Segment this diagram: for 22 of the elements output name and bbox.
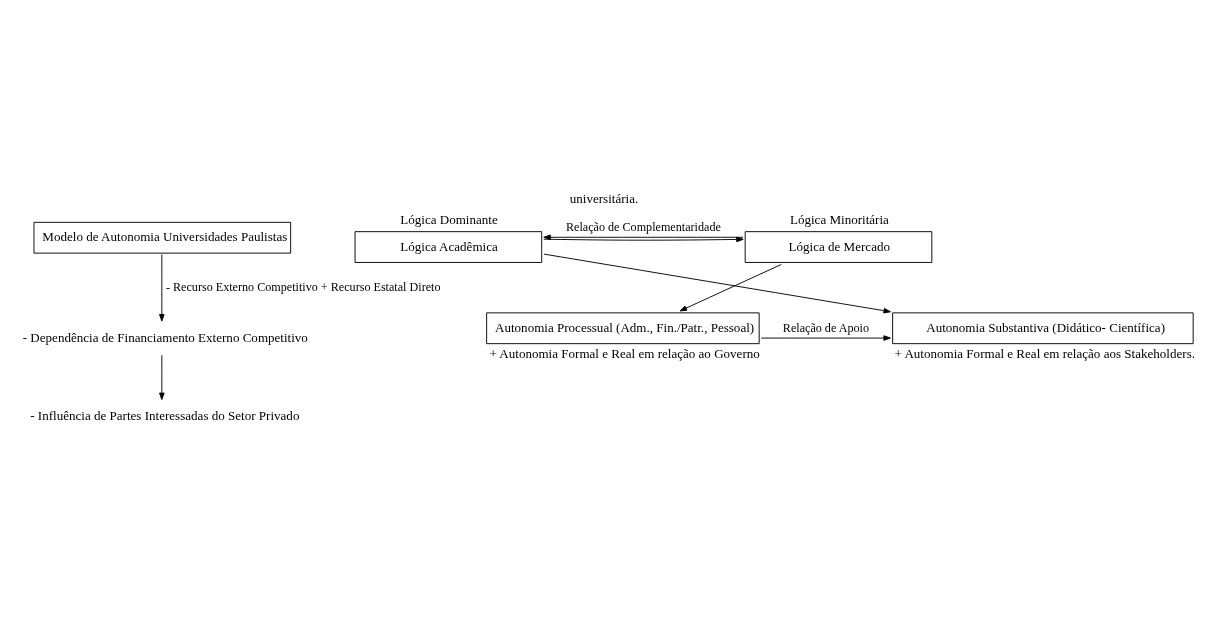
edge-label: Relação de Complementaridade [566,220,721,235]
caption: universitária. [569,190,639,206]
arrow [543,234,744,240]
edge-label: - Recurso Externo Competitivo + Recurso Estatal Direto [165,279,441,294]
node-text: - Influência de Partes Interessadas do Setor Privado [30,408,300,424]
node-label: + Autonomia Formal e Real em relação ao Governo [489,345,760,361]
arrow [679,264,782,312]
arrow [760,335,891,341]
edge-label: Relação de Apoio [782,320,869,335]
node-box: Lógica Acadêmica [354,231,543,263]
node-label: Lógica Minoritária [789,212,889,228]
node-text: - Dependência de Financiamento Externo Competitivo [22,329,308,345]
arrow [543,253,891,314]
node-label: Lógica Dominante [400,212,498,228]
node-box: Autonomia Processual (Adm., Fin./Patr., Pessoal) [486,312,760,345]
node-box: Autonomia Substantiva (Didático- Científica) [892,312,1194,345]
arrow [543,236,744,243]
arrow [159,254,165,322]
node-box: Modelo de Autonomia Universidades Paulistas [33,221,292,254]
arrow [159,354,165,401]
node-label: + Autonomia Formal e Real em relação aos Stakeholders. [894,345,1195,361]
node-box: Lógica de Mercado [744,231,933,263]
